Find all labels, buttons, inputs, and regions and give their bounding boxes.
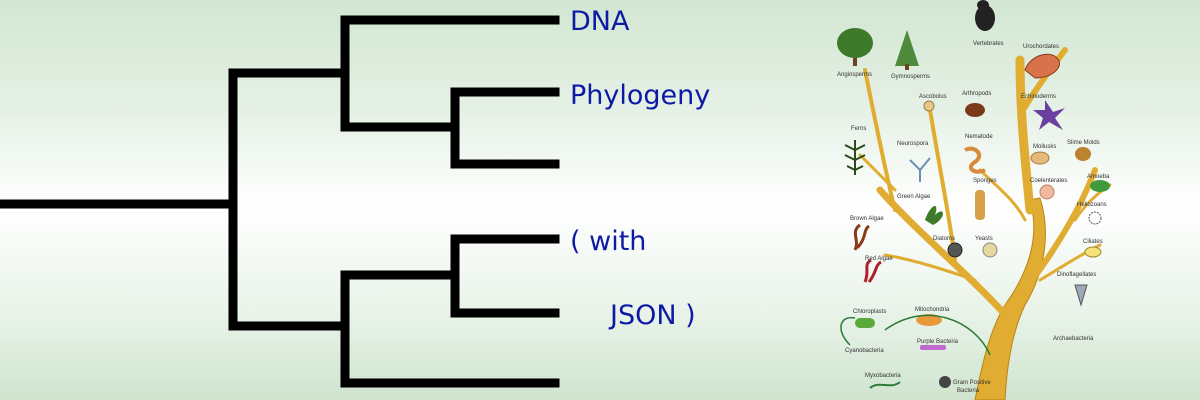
- red-algae-icon: [863, 258, 882, 283]
- tl-ferns: Ferns: [851, 126, 866, 132]
- ascobolus-icon: [923, 100, 935, 112]
- tl-purple-bacteria: Purple Bacteria: [917, 339, 959, 345]
- neurospora-icon: [909, 157, 931, 182]
- tl-vertebrates: Vertebrates: [973, 41, 1004, 47]
- branch-right-protists: [1022, 167, 1098, 293]
- nematode-icon: [964, 146, 986, 174]
- poodle-icon: [975, 0, 995, 31]
- tl-nematode: Nematode: [965, 134, 993, 140]
- tl-gram-positive: Gram Positive: [953, 380, 991, 386]
- tl-brown-algae: Brown Algae: [850, 216, 884, 222]
- angiosperm-tree-icon: [837, 28, 873, 66]
- tl-mitochondria: Mitochondria: [915, 307, 950, 313]
- yeast-icon: [982, 242, 998, 258]
- gram-positive-icon: [939, 376, 951, 388]
- branch-sponges: [978, 168, 1027, 222]
- tl-yeasts: Yeasts: [975, 236, 993, 242]
- tl-sponges: Sponges: [973, 178, 997, 184]
- branch-main-up: [1015, 55, 1035, 215]
- tl-echinoderms: Echinoderms: [1021, 94, 1056, 100]
- heliozoan-icon: [1088, 211, 1102, 225]
- tree-trunk: [974, 197, 1046, 400]
- tl-arthropods: Arthropods: [962, 91, 991, 97]
- myxobacteria-icon: [869, 381, 901, 389]
- tl-cyanobacteria: Cyanobacteria: [845, 348, 884, 354]
- tl-angiosperms: Angiosperms: [837, 72, 872, 78]
- brown-algae-icon: [853, 223, 870, 251]
- arthropod-icon: [965, 103, 985, 117]
- tl-slime-molds: Slime Molds: [1067, 140, 1100, 146]
- tl-amoeba: Amoeba: [1087, 174, 1110, 180]
- tl-chloroplasts: Chloroplasts: [853, 309, 886, 315]
- tl-coelenterates: Coelenterates: [1030, 178, 1067, 184]
- tl-red-algae: Red Algae: [865, 256, 893, 262]
- tl-green-algae: Green Algae: [897, 194, 931, 200]
- branch-red-algae: [883, 253, 977, 282]
- label-dna: DNA: [570, 6, 630, 37]
- slime-mold-icon: [1075, 147, 1091, 161]
- label-with: ( with: [570, 226, 647, 257]
- fern-icon: [844, 140, 866, 175]
- tl-diatoms: Diatoms: [933, 236, 955, 242]
- dinoflagellate-icon: [1074, 284, 1088, 307]
- mollusk-icon: [1030, 151, 1050, 165]
- tl-molluscs: Mollusks: [1033, 144, 1056, 150]
- coelenterate-icon: [1039, 184, 1055, 200]
- tl-urochordates: Urochordates: [1023, 44, 1059, 50]
- amoeba-icon: [1090, 180, 1110, 192]
- diatom-icon: [947, 242, 963, 258]
- tl-archaebacteria: Archaebacteria: [1053, 336, 1094, 342]
- tree-of-life-illustration: Angiosperms Gymnosperms Vertebrates Uroc…: [837, 0, 1112, 400]
- sponge-icon: [975, 190, 985, 220]
- tl-heliozoans: Heliozoans: [1077, 202, 1107, 208]
- echinoderm-icon: [1033, 100, 1065, 130]
- green-algae-icon: [925, 205, 943, 225]
- chloroplast-icon: [855, 318, 875, 328]
- ciliate-icon: [1084, 246, 1102, 258]
- tl-bacteria: Bacteria: [957, 388, 980, 394]
- tl-neurospora: Neurospora: [897, 141, 929, 147]
- dendrogram: [0, 15, 560, 388]
- tl-myxobacteria: Myxobacteria: [865, 373, 901, 379]
- urochordate-icon: [1024, 53, 1060, 79]
- label-json: JSON ): [610, 300, 696, 331]
- branch-ferns: [858, 153, 897, 192]
- tl-gymnosperms: Gymnosperms: [891, 74, 930, 80]
- branch-angiosperms: [863, 68, 897, 212]
- tl-ciliates: Ciliates: [1083, 239, 1103, 245]
- tl-dinoflagellates: Dinoflagellates: [1057, 272, 1096, 278]
- mitochondrion-icon: [916, 314, 942, 326]
- tl-ascobolus: Ascobolus: [919, 94, 947, 100]
- label-phylogeny: Phylogeny: [570, 80, 711, 111]
- branch-upper-right: [1020, 47, 1068, 113]
- purple-bacteria-icon: [920, 345, 946, 350]
- gymnosperm-tree-icon: [895, 30, 919, 70]
- cyanobacteria-arrow-icon: [840, 314, 991, 356]
